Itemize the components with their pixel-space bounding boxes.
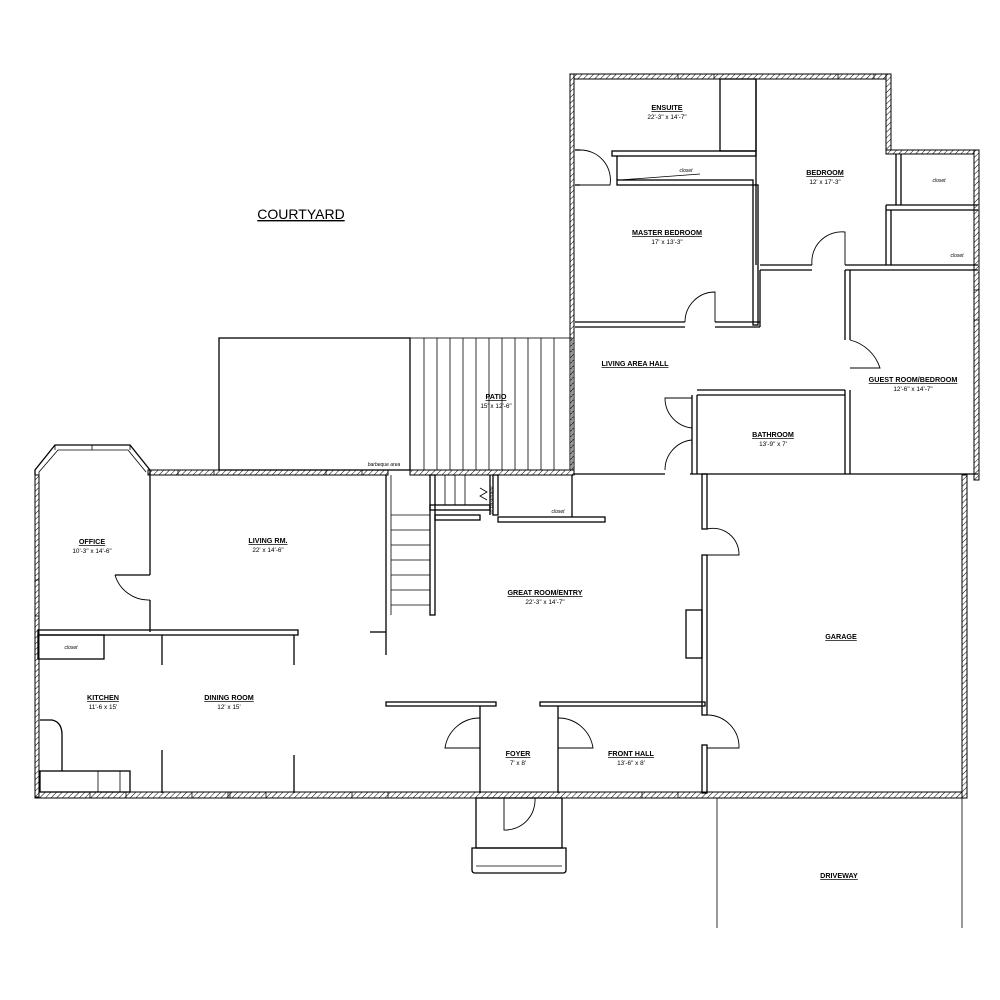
room-name-office: OFFICE: [79, 537, 106, 546]
office-bay-window: [34, 444, 151, 475]
room-dim-patio: 15' x 12'-6": [480, 403, 511, 410]
windows: [34, 73, 980, 799]
closet-label-bedroom-1: closet: [932, 178, 946, 184]
room-name-ensuite: ENSUITE: [651, 103, 682, 112]
room-dim-foyer: 7' x 8': [510, 760, 526, 767]
room-name-great-room: GREAT ROOM/ENTRY: [507, 588, 582, 597]
room-dim-living-rm: 22' x 14'-6": [252, 547, 283, 554]
room-dim-master-bedroom: 17' x 13'-3": [651, 239, 682, 246]
room-name-dining-room: DINING ROOM: [204, 693, 254, 702]
closet-label-bedroom-2: closet: [950, 253, 964, 259]
room-dim-bedroom: 12' x 17'-3": [809, 179, 840, 186]
room-name-driveway: DRIVEWAY: [820, 871, 858, 880]
room-dim-great-room: 22'-3" x 14'-7": [525, 599, 564, 606]
courtyard-title: COURTYARD: [257, 206, 344, 222]
room-dim-bathroom: 13'-9" x 7': [759, 441, 787, 448]
room-name-living-rm: LIVING RM.: [248, 536, 287, 545]
room-name-kitchen: KITCHEN: [87, 693, 119, 702]
interior-walls: [37, 78, 978, 794]
room-dim-guest-room: 12'-6" x 14'-7": [893, 386, 932, 393]
room-name-patio: PATIO: [486, 392, 507, 401]
front-step: [471, 797, 567, 874]
room-dim-kitchen: 11'-6 x 15': [89, 704, 118, 711]
room-name-front-hall: FRONT HALL: [608, 749, 655, 758]
room-name-bedroom: BEDROOM: [806, 168, 844, 177]
driveway-lines: [716, 798, 963, 928]
closet-label-office: closet: [64, 645, 78, 651]
room-name-bathroom: BATHROOM: [752, 430, 794, 439]
room-dim-office: 10'-3" x 14'-6": [72, 548, 111, 555]
room-name-foyer: FOYER: [506, 749, 532, 758]
basement-label: to basement: [489, 486, 495, 514]
patio-structure: [218, 337, 573, 471]
exterior-walls: [34, 73, 980, 799]
room-name-living-area-hall: LIVING AREA HALL: [602, 359, 670, 368]
room-name-garage: GARAGE: [825, 632, 857, 641]
closet-label-master: closet: [679, 168, 693, 174]
room-name-guest-room: GUEST ROOM/BEDROOM: [869, 375, 958, 384]
doors: [114, 149, 881, 831]
room-dim-ensuite: 22'-3" x 14'-7": [647, 114, 686, 121]
room-name-master-bedroom: MASTER BEDROOM: [632, 228, 702, 237]
room-dim-dining-room: 12' x 15': [217, 704, 240, 711]
barbeque-label: barbeque area: [368, 462, 401, 468]
closet-label-great-room: closet: [551, 509, 565, 515]
room-dim-front-hall: 13'-6" x 8': [617, 760, 645, 767]
